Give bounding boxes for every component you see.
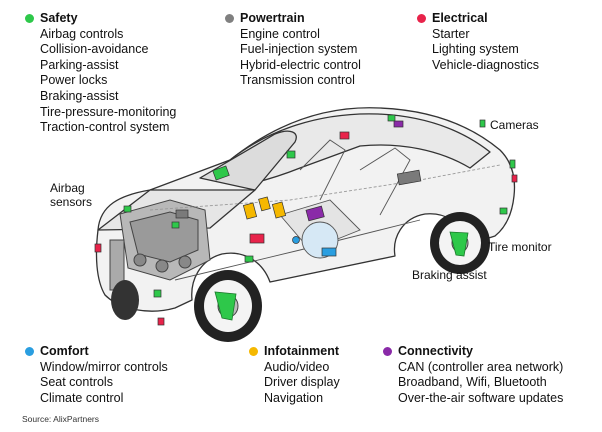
list-item: Broadband, Wifi, Bluetooth [398,375,547,390]
legend-safety-header: Safety [25,11,176,27]
ecu-powertrain-1 [396,169,422,186]
far-wheel [111,280,139,320]
electrical-dot-icon [417,14,426,24]
powertrain-dot-icon [225,14,234,24]
legend-electrical: Electrical Starter Lighting system Vehic… [417,11,539,74]
list-item: Driver display [264,375,340,390]
list-item: Over-the-air software updates [398,390,564,405]
list-item: Climate control [40,390,124,405]
ecu-connectivity-2 [393,120,404,128]
ecu-modules [94,114,518,326]
callout-airbag-line2: sensors [50,195,93,209]
list-item: Hybrid-electric control [240,57,361,72]
legend-comfort-list: Window/mirror controls Seat controls Cli… [40,360,168,407]
ecu-safety-6 [499,207,508,215]
legend-electrical-title: Electrical [432,11,488,25]
ecu-infotainment-2 [258,196,271,212]
callout-cameras: Cameras [490,118,539,132]
callout-tire-monitor: Tire monitor [488,240,552,254]
ecu-comfort-2 [292,236,300,244]
ecu-comfort-1 [321,247,337,257]
ecu-electrical-4 [94,243,102,253]
legend-powertrain-title: Powertrain [240,11,305,25]
list-item: Power locks [40,73,108,88]
list-item: Audio/video [264,359,330,374]
legend-infotainment-header: Infotainment [249,344,340,360]
callout-airbag-line1: Airbag [50,181,85,195]
list-item: Navigation [264,390,324,405]
infotainment-dot-icon [249,347,258,357]
ecu-safety-5 [509,159,516,169]
legend-connectivity-header: Connectivity [383,344,563,360]
legend-connectivity-title: Connectivity [398,344,474,358]
source-note: Source: AlixPartners [22,414,100,424]
ecu-electrical-3 [511,174,518,183]
connectivity-dot-icon [383,347,392,357]
ecu-infotainment-3 [271,201,287,219]
legend-infotainment-list: Audio/video Driver display Navigation [264,360,340,407]
legend-comfort-header: Comfort [25,344,168,360]
legend-powertrain: Powertrain Engine control Fuel-injection… [225,11,361,89]
list-item: Collision-avoidance [40,42,149,57]
legend-connectivity-list: CAN (controller area network) Broadband,… [398,360,563,407]
legend-safety-title: Safety [40,11,78,25]
ecu-safety-1 [212,165,230,181]
list-item: Lighting system [432,42,519,57]
legend-electrical-header: Electrical [417,11,539,27]
ecu-safety-7 [171,221,180,229]
legend-comfort: Comfort Window/mirror controls Seat cont… [25,344,168,407]
safety-dot-icon [25,14,34,24]
list-item: Vehicle-diagnostics [432,57,540,72]
legend-safety-list: Airbag controls Collision-avoidance Park… [40,27,176,136]
list-item: Parking-assist [40,57,119,72]
ecu-electrical-1 [249,233,265,244]
callout-airbag-sensors: Airbag sensors [50,181,92,209]
ecu-connectivity-1 [305,205,325,222]
legend-powertrain-list: Engine control Fuel-injection system Hyb… [240,27,361,89]
list-item: Engine control [240,26,320,41]
interior [149,139,501,281]
rear-wheel [430,212,490,274]
legend-powertrain-header: Powertrain [225,11,361,27]
list-item: CAN (controller area network) [398,359,564,374]
front-wheel [194,270,262,342]
ecu-electrical-2 [339,131,350,140]
callout-braking-assist: Braking assist [412,268,487,282]
ecu-powertrain-2 [175,209,189,219]
ecu-electrical-5 [157,317,165,326]
list-item: Airbag controls [40,26,124,41]
legend-infotainment-title: Infotainment [264,344,339,358]
legend-connectivity: Connectivity CAN (controller area networ… [383,344,563,407]
legend-infotainment: Infotainment Audio/video Driver display … [249,344,340,407]
legend-comfort-title: Comfort [40,344,89,358]
legend-electrical-list: Starter Lighting system Vehicle-diagnost… [432,27,539,74]
ecu-safety-9 [123,205,132,213]
ecu-safety-3 [387,114,396,122]
ecu-safety-8 [153,289,162,298]
list-item: Transmission control [240,73,355,88]
legend-safety: Safety Airbag controls Collision-avoidan… [25,11,176,136]
list-item: Seat controls [40,375,113,390]
list-item: Window/mirror controls [40,359,168,374]
comfort-dot-icon [25,347,34,357]
ecu-infotainment-1 [242,202,258,220]
list-item: Starter [432,26,470,41]
list-item: Tire-pressure-monitoring [40,104,177,119]
list-item: Traction-control system [40,120,170,135]
engine [109,199,211,291]
ecu-safety-10 [244,255,254,263]
list-item: Braking-assist [40,88,119,103]
ecu-safety-2 [286,150,296,159]
ecu-safety-4 [479,119,486,128]
list-item: Fuel-injection system [240,42,358,57]
